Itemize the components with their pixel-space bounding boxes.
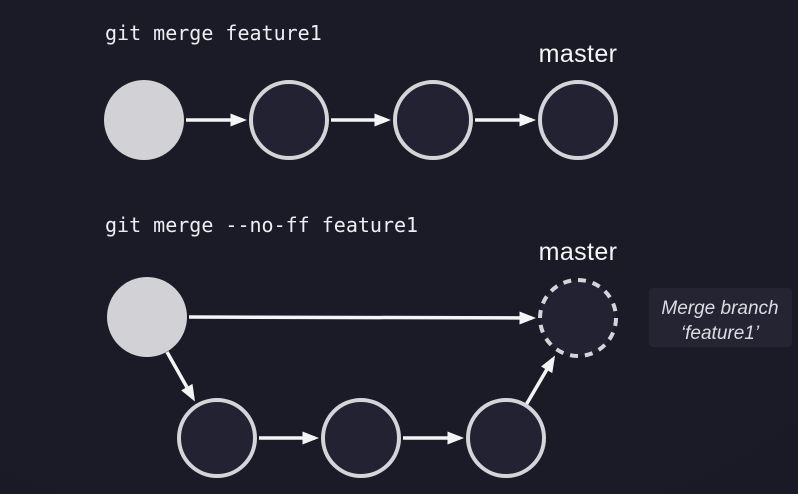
merge-in-arrow xyxy=(524,355,556,406)
branch-out-arrow xyxy=(165,351,195,402)
no-ff-section: git merge --no-ff feature1 master Merge … xyxy=(105,213,792,478)
fast-forward-section: git merge feature1 master xyxy=(104,21,618,160)
noff-base-commit-node xyxy=(107,277,187,357)
ff-commit-node-2 xyxy=(393,80,473,160)
ff-master-label: master xyxy=(539,40,618,68)
ff-master-head-node xyxy=(538,80,618,160)
merge-annotation: Merge branch ‘feature1’ xyxy=(649,288,792,347)
feature-commit-node-3 xyxy=(466,398,546,478)
noff-command-text: git merge --no-ff feature1 xyxy=(105,213,418,237)
feature-commit-node-2 xyxy=(321,398,401,478)
annotation-text-line2: ‘feature1’ xyxy=(681,323,760,344)
annotation-text-line1: Merge branch xyxy=(661,298,778,319)
noff-master-arrow xyxy=(188,311,536,325)
ff-command-text: git merge feature1 xyxy=(105,21,322,45)
feature-commit-node-1 xyxy=(177,398,257,478)
noff-master-label: master xyxy=(539,238,618,266)
ff-commit-node-1 xyxy=(249,80,329,160)
ff-base-commit-node xyxy=(104,80,184,160)
annotation-box xyxy=(649,288,792,347)
noff-merge-commit-node xyxy=(538,278,618,358)
